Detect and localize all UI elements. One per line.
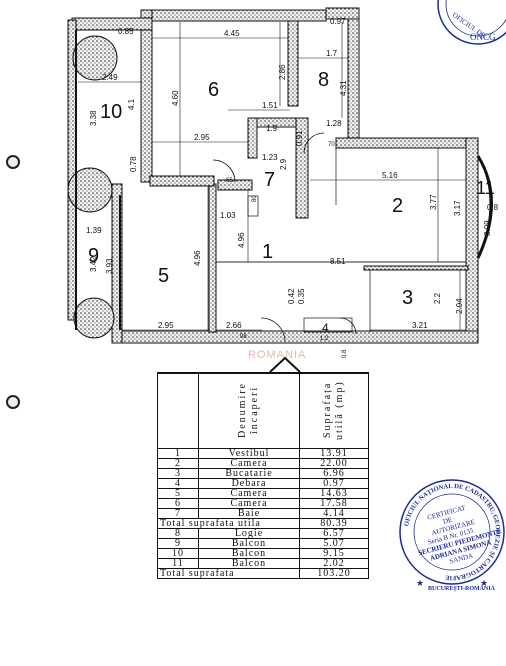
room-7-label: 7 xyxy=(264,169,275,191)
room-6-label: 6 xyxy=(208,79,219,101)
dim-309: 3.09 xyxy=(483,220,492,236)
dim-460: 4.60 xyxy=(171,90,180,106)
room-11-label: 11 xyxy=(476,178,495,198)
dim-097: 0.97 xyxy=(330,17,346,26)
room-numbers: 1 2 3 4 5 6 7 8 9 10 11 xyxy=(88,69,495,335)
pillars xyxy=(67,35,118,339)
table-header: Denumire încaperi Suprafața utilă (mp) xyxy=(157,372,369,449)
room-2-label: 2 xyxy=(392,195,403,217)
punch-hole-bottom xyxy=(6,395,20,409)
entrance-arrow xyxy=(269,356,301,372)
table-row: 11 Balcon 2.02 xyxy=(157,558,369,569)
certification-stamp: OFICIUL NAȚIONAL DE CADASTRU, GEODEZIE Ș… xyxy=(399,479,505,592)
top-stamp-fragment: OFICIUL DE ONCG xyxy=(437,0,506,45)
dim-103: 1.03 xyxy=(220,211,236,220)
total-util-row: Total suprafata utila 80.39 xyxy=(157,518,369,529)
walls xyxy=(67,7,479,344)
dim-342: 3.42 xyxy=(89,256,98,272)
room-3-label: 3 xyxy=(402,287,413,309)
dim-22: 2.2 xyxy=(433,292,442,304)
table-row: 9 Balcon 5.07 xyxy=(157,538,369,549)
dim-29: 2.9 xyxy=(279,158,288,170)
header-suprafata: Suprafața utilă (mp) xyxy=(322,380,345,440)
dim-41: 4.1 xyxy=(127,98,136,110)
dim-851: 8.51 xyxy=(330,257,346,266)
punch-hole-top xyxy=(6,155,20,169)
dim-08b: 0.8 xyxy=(342,349,348,358)
stamp-line-2: DE xyxy=(442,516,453,526)
dim-70: 70 xyxy=(328,142,335,148)
dim-321: 3.21 xyxy=(412,321,428,330)
floor-plan: OFICIUL DE ONCG xyxy=(67,0,506,372)
table-row: 3 Bucatarie 6.96 xyxy=(157,468,369,479)
table-row: 6 Camera 17.58 xyxy=(157,498,369,509)
room-8-label: 8 xyxy=(318,69,329,91)
room-10-label: 10 xyxy=(100,101,122,123)
dim-496b: 4.96 xyxy=(193,250,202,266)
dim-80: 80 xyxy=(252,195,258,202)
dim-08: 0.8 xyxy=(487,203,499,212)
dim-085: 0.85 xyxy=(118,27,134,36)
dim-151: 1.51 xyxy=(262,101,278,110)
dim-98: 98 xyxy=(240,334,247,340)
stamp-bottom-text: BUCUREȘTI-ROMÂNIA xyxy=(428,584,496,592)
table-row: 10 Balcon 9.15 xyxy=(157,548,369,559)
dim-393: 3.93 xyxy=(105,258,114,274)
table-row: 5 Camera 14.63 xyxy=(157,488,369,499)
dim-204: 2.04 xyxy=(455,298,464,314)
header-denumire: Denumire încaperi xyxy=(237,382,260,438)
dim-516: 5.16 xyxy=(382,171,398,180)
dim-035: 0.35 xyxy=(297,288,306,304)
watermark: ROMANIA xyxy=(248,349,306,361)
room-area-table: Denumire încaperi Suprafața utilă (mp) 1… xyxy=(157,372,369,579)
dim-19: 1.9 xyxy=(266,124,278,133)
room-5-label: 5 xyxy=(158,265,169,287)
dim-65: 65 xyxy=(226,178,233,184)
dimension-labels: 4.45 0.97 0.85 1.7 2.49 2.86 4.31 3.38 4… xyxy=(86,17,499,358)
dim-12: 1.2 xyxy=(320,336,329,342)
table-row: 4 Debara 0.97 xyxy=(157,478,369,489)
dim-286: 2.86 xyxy=(278,64,287,80)
table-row: 7 Baie 4.14 xyxy=(157,508,369,519)
dim-295a: 2.95 xyxy=(194,133,210,142)
dim-139: 1.39 xyxy=(86,226,102,235)
table-row: 2 Camera 22.00 xyxy=(157,458,369,469)
dim-078: 0.78 xyxy=(129,156,138,172)
dim-377: 3.77 xyxy=(429,194,438,210)
table-row: 8 Logie 6.57 xyxy=(157,528,369,539)
dim-431: 4.31 xyxy=(339,80,348,96)
room-1-label: 1 xyxy=(262,241,273,263)
table-row: 1 Vestibul 13.91 xyxy=(157,448,369,459)
dim-128: 1.28 xyxy=(326,119,342,128)
svg-text:★: ★ xyxy=(480,578,488,588)
dim-266: 2.66 xyxy=(226,321,242,330)
svg-text:★: ★ xyxy=(416,578,424,588)
total-row: Total suprafata 103.20 xyxy=(157,568,369,579)
dim-091: 0.91 xyxy=(295,130,304,146)
stamp-top-line2: ONCG xyxy=(470,32,496,42)
dim-042: 0.42 xyxy=(287,288,296,304)
dim-445: 4.45 xyxy=(224,29,240,38)
room-9-label: 9 xyxy=(88,245,99,267)
dim-249: 2.49 xyxy=(102,73,118,82)
dim-338: 3.38 xyxy=(89,110,98,126)
dim-295b: 2.95 xyxy=(158,321,174,330)
dim-123: 1.23 xyxy=(262,153,278,162)
dim-317: 3.17 xyxy=(453,200,462,216)
dim-496a: 4.96 xyxy=(237,232,246,248)
dim-17: 1.7 xyxy=(326,49,338,58)
room-4-label: 4 xyxy=(322,321,329,335)
